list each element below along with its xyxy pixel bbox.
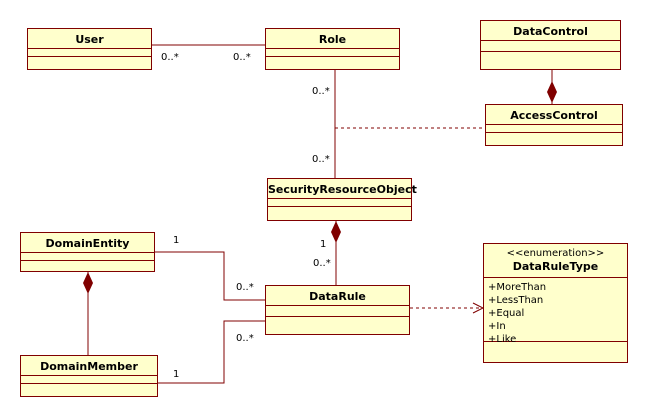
class-datacontrol-name: DataControl <box>481 21 620 41</box>
composition-diamond-entity <box>83 272 93 294</box>
class-accesscontrol-attributes <box>486 125 622 133</box>
class-security-resource-object[interactable]: SecurityResourceObject <box>267 178 417 221</box>
class-domainmember-operations <box>21 384 157 391</box>
class-accesscontrol-name: AccessControl <box>486 105 622 125</box>
class-datacontrol-attributes <box>481 41 620 52</box>
class-domainmember[interactable]: DomainMember <box>20 355 158 397</box>
mult-sro-datarule-sro: 1 <box>320 239 327 250</box>
mult-role-sro-sro: 0..* <box>312 154 330 165</box>
enum-literal: +Like <box>488 334 517 345</box>
class-user-attributes <box>28 49 151 57</box>
class-sro-operations <box>268 207 411 214</box>
class-sro-name: SecurityResourceObject <box>268 179 417 199</box>
class-accesscontrol[interactable]: AccessControl <box>485 104 623 146</box>
class-datacontrol-operations <box>481 52 620 62</box>
class-domainmember-name: DomainMember <box>21 356 157 376</box>
class-domainentity[interactable]: DomainEntity <box>20 232 155 272</box>
class-datacontrol[interactable]: DataControl <box>480 20 621 70</box>
composition-diamond-sro <box>331 221 341 243</box>
enum-name: DataRuleType <box>484 260 627 278</box>
enum-stereotype: <<enumeration>> <box>506 248 605 259</box>
mult-entity-rule-entity: 1 <box>173 235 180 246</box>
mult-member-rule-rule: 0..* <box>236 333 254 344</box>
class-datarule-attributes <box>266 306 409 317</box>
class-datarule[interactable]: DataRule <box>265 285 410 335</box>
class-sro-attributes <box>268 199 411 207</box>
class-accesscontrol-operations <box>486 133 622 140</box>
entity-datarule-association <box>155 251 265 301</box>
enum-literal: +MoreThan <box>488 282 547 293</box>
class-domainentity-operations <box>21 261 154 268</box>
class-role-operations <box>266 57 399 64</box>
mult-entity-rule-rule: 0..* <box>236 282 254 293</box>
class-role-name: Role <box>266 29 399 49</box>
composition-diamond-datacontrol <box>547 81 557 103</box>
enum-literal: +In <box>488 321 506 332</box>
class-user-operations <box>28 57 151 64</box>
class-datarule-name: DataRule <box>266 286 409 306</box>
mult-user-role-user: 0..* <box>161 52 179 63</box>
mult-sro-datarule-rule: 0..* <box>313 258 331 269</box>
class-role[interactable]: Role <box>265 28 400 70</box>
class-role-attributes <box>266 49 399 57</box>
class-user-name: User <box>28 29 151 49</box>
mult-role-sro-role: 0..* <box>312 86 330 97</box>
enum-literal: +LessThan <box>488 295 544 306</box>
enum-literal: +Equal <box>488 308 525 319</box>
enum-literals: +MoreThan +LessThan +Equal +In +Like <box>484 278 627 345</box>
class-datarule-operations <box>266 317 409 327</box>
mult-user-role-role: 0..* <box>233 52 251 63</box>
member-datarule-association <box>158 320 265 384</box>
class-user[interactable]: User <box>27 28 152 70</box>
class-domainentity-name: DomainEntity <box>21 233 154 253</box>
class-domainentity-attributes <box>21 253 154 261</box>
class-domainmember-attributes <box>21 376 157 384</box>
mult-member-rule-member: 1 <box>173 369 180 380</box>
enum-dataruletype[interactable]: <<enumeration>> DataRuleType +MoreThan +… <box>483 243 628 363</box>
